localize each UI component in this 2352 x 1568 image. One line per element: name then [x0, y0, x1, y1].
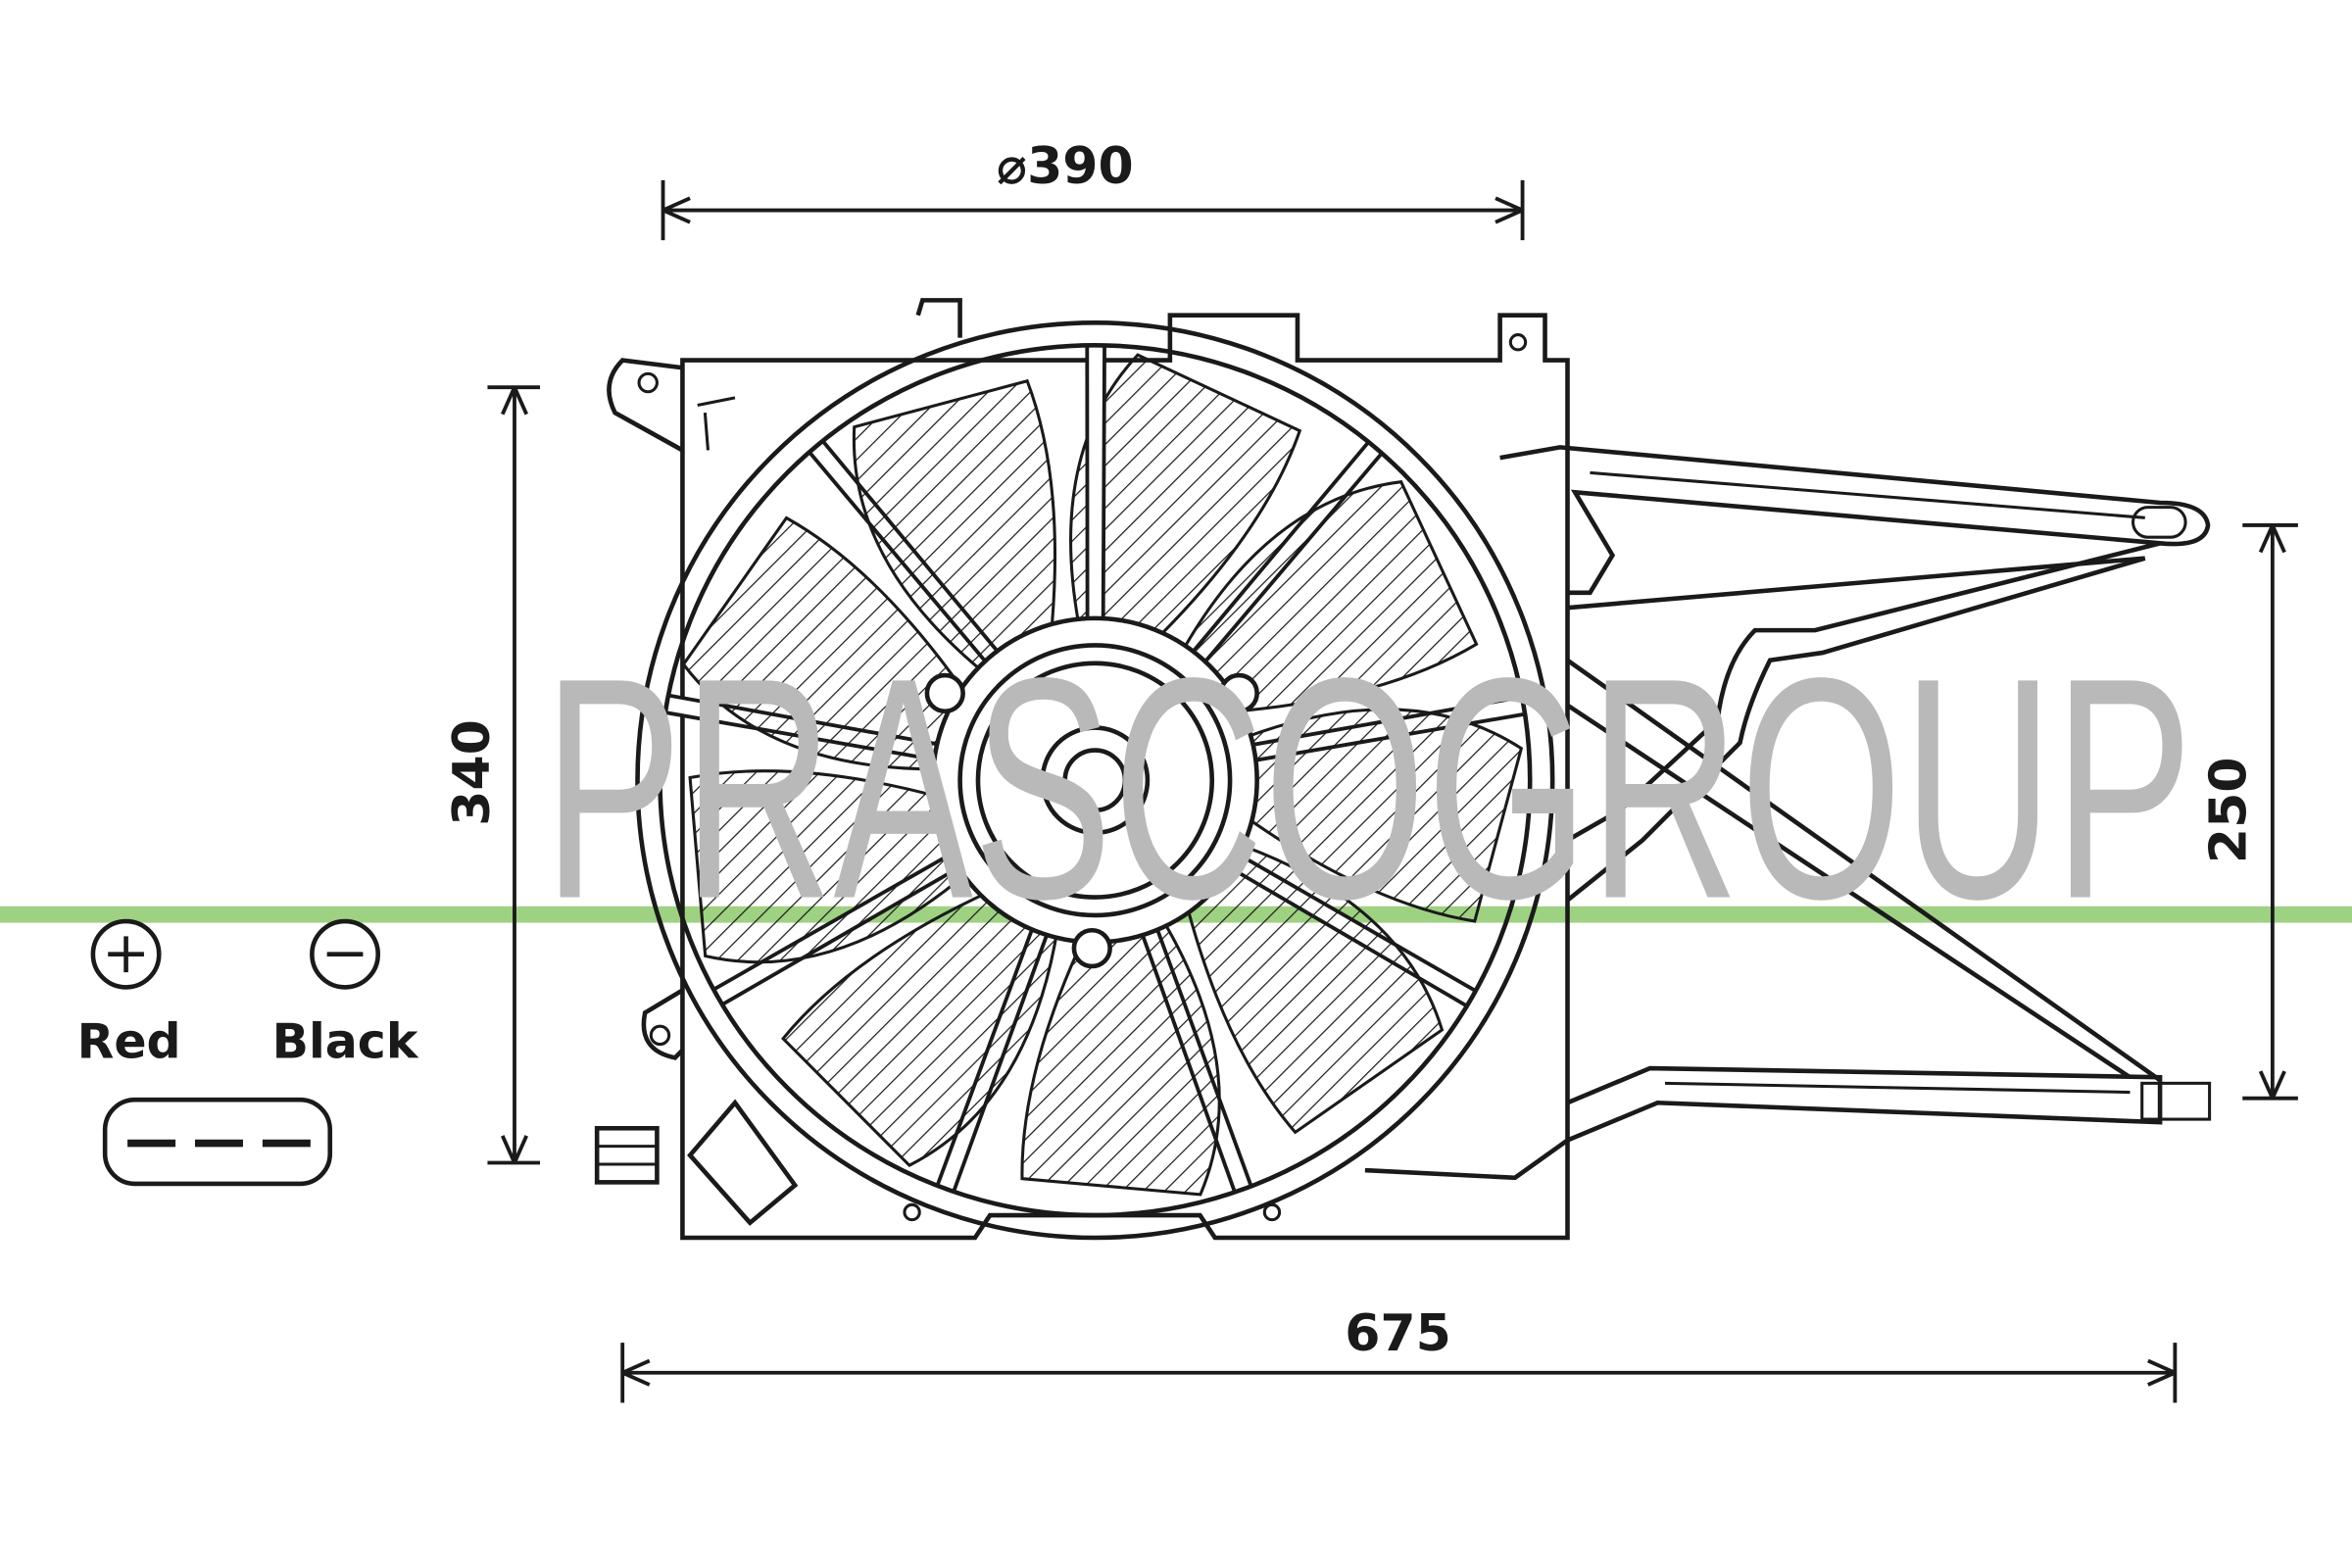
fan-ring	[635, 320, 1555, 1241]
negative-terminal-icon	[310, 918, 381, 990]
watermark-text: PRASCOGROUP	[543, 613, 2193, 965]
svg-text:⌀390: ⌀390	[997, 137, 1134, 196]
shroud-spoke	[1085, 343, 1106, 625]
fan-blade	[781, 888, 1060, 1168]
fan-blades	[662, 343, 1528, 1197]
fan-blade	[1238, 708, 1524, 923]
mounting-bracket	[1364, 445, 2212, 1181]
connector-legend: Red Black	[77, 918, 419, 1187]
svg-text:340: 340	[443, 719, 502, 826]
fan-blade	[1020, 913, 1221, 1197]
svg-text:250: 250	[2199, 757, 2258, 863]
fan-blade	[1183, 840, 1445, 1135]
dimension-height: 340	[443, 385, 541, 1165]
connector-plug-icon	[102, 1097, 333, 1187]
fan-blade	[852, 378, 1057, 678]
dimension-bracket-height: 250	[2199, 523, 2298, 1101]
positive-label: Red	[77, 1013, 181, 1069]
svg-text:675: 675	[1345, 1304, 1451, 1363]
fan-blade	[688, 769, 975, 964]
dimension-fan-diameter: ⌀390	[661, 137, 1525, 241]
positive-terminal-icon	[90, 918, 162, 990]
fan-blade	[1069, 353, 1302, 644]
dimension-overall-width: 675	[620, 1304, 2178, 1403]
fan-motor-hub	[903, 615, 1282, 1222]
negative-label: Black	[272, 1013, 419, 1069]
fan-blade	[681, 515, 971, 771]
fan-blade	[1177, 480, 1479, 714]
